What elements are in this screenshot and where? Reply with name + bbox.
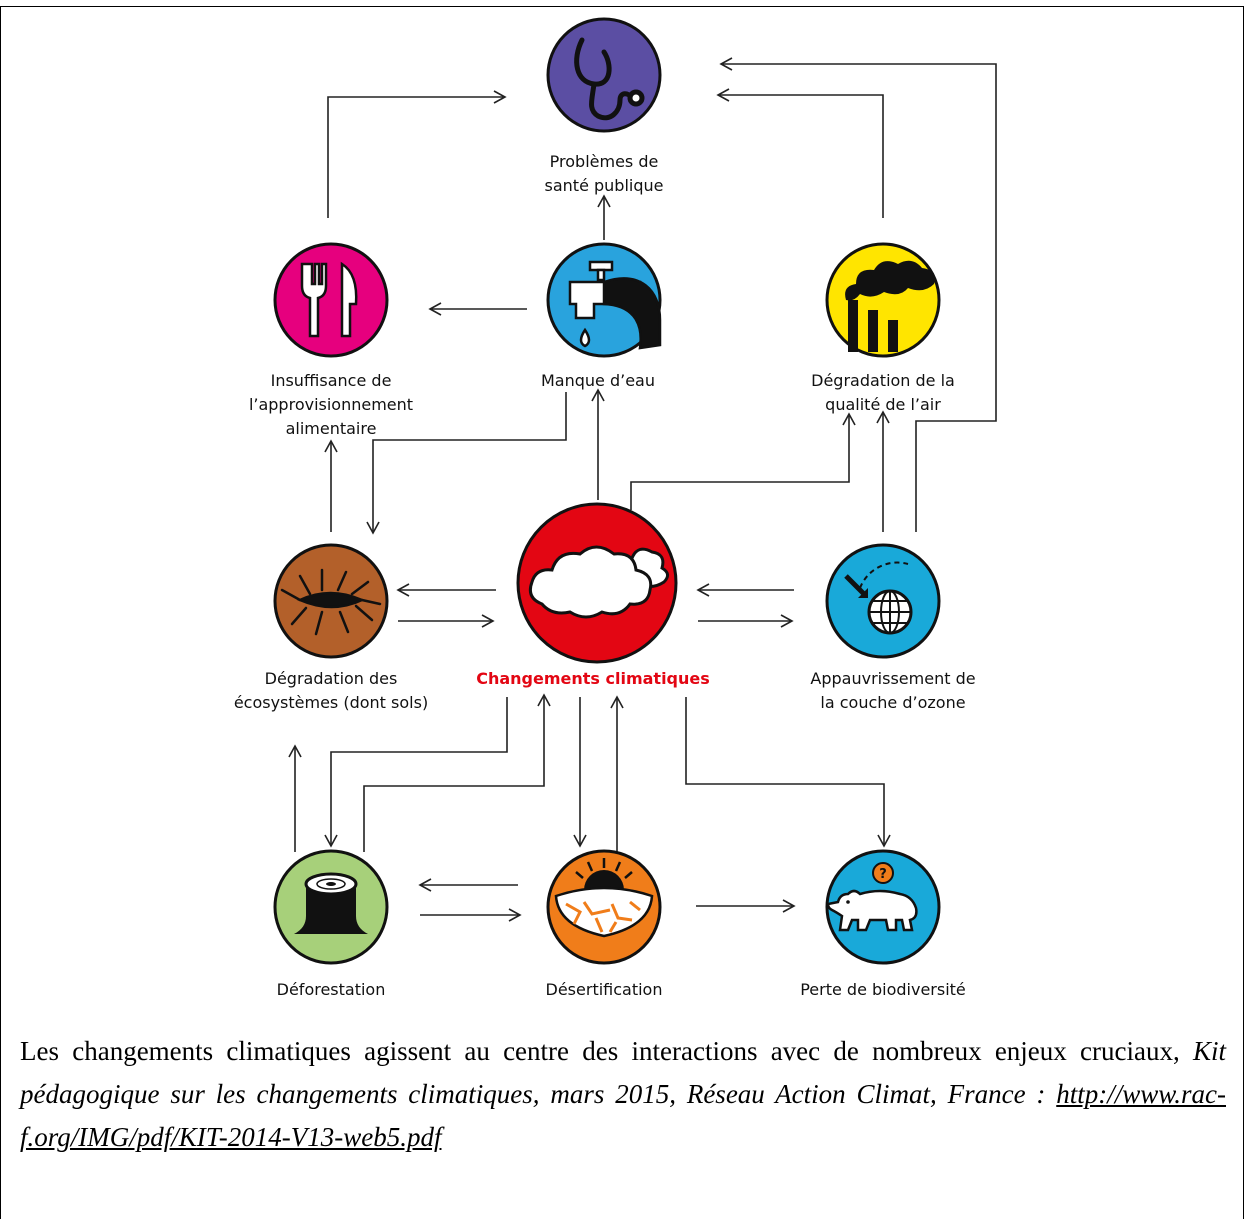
- sun-desert-icon: [554, 858, 654, 938]
- node-ozone: Appauvrissement de la couche d’ozone: [810, 543, 976, 712]
- figure-frame: [0, 6, 1244, 1219]
- node-alimentaire-label-1: Insuffisance de: [271, 371, 392, 390]
- node-ozone-label-2: la couche d’ozone: [820, 693, 965, 712]
- node-air-label-1: Dégradation de la: [811, 371, 955, 390]
- caption-source-link[interactable]: http://www.rac-f.org/IMG/pdf/KIT-2014-V1…: [20, 1079, 1226, 1152]
- node-climat: Changements climatiques: [476, 502, 710, 688]
- question-mark-icon: ?: [879, 867, 887, 882]
- arrow-deforestation-to-climat: [363, 693, 551, 852]
- arrow-ozone-to-sante: [719, 57, 997, 532]
- caption-text: Les changements climatiques agissent au …: [20, 1036, 1193, 1066]
- node-climat-label: Changements climatiques: [476, 669, 710, 688]
- node-ozone-label-1: Appauvrissement de: [810, 669, 975, 688]
- node-eau: Manque d’eau: [541, 242, 662, 390]
- climate-interactions-diagram: Problèmes de santé publique Insuffisance…: [234, 17, 997, 999]
- arrow-climat-to-deforestation: [324, 697, 508, 848]
- node-air-label-2: qualité de l’air: [825, 395, 941, 414]
- node-deforestation: Déforestation: [273, 849, 389, 999]
- arrow-air-to-sante: [716, 88, 884, 218]
- node-alimentaire-label-3: alimentaire: [286, 419, 377, 438]
- node-ecosystemes: Dégradation des écosystèmes (dont sols): [234, 543, 428, 712]
- water-tap-icon: [568, 260, 662, 350]
- node-biodiversite-label-1: Perte de biodiversité: [800, 980, 966, 999]
- node-desertification-label-1: Désertification: [546, 980, 663, 999]
- stethoscope-icon: [574, 37, 645, 121]
- fork-knife-icon: [300, 261, 358, 338]
- clouds-icon: [528, 545, 669, 619]
- node-sante: Problèmes de santé publique: [545, 17, 664, 195]
- arrow-eau-to-ecosystemes: [366, 392, 567, 535]
- caption-source: Kit pédagogique sur les changements clim…: [20, 1036, 1226, 1109]
- node-deforestation-label-1: Déforestation: [277, 980, 386, 999]
- arrow-alimentaire-to-sante: [327, 90, 507, 218]
- node-ecosystemes-label-1: Dégradation des: [265, 669, 398, 688]
- factory-smoke-icon: [845, 260, 935, 352]
- polar-bear-icon: ?: [826, 862, 918, 932]
- node-air: Dégradation de la qualité de l’air: [811, 242, 955, 414]
- globe-ozone-icon: [844, 561, 913, 635]
- cracked-soil-icon: [280, 568, 382, 636]
- node-sante-label-2: santé publique: [545, 176, 664, 195]
- arrow-climat-to-biodiversite: [685, 697, 891, 848]
- node-sante-label-1: Problèmes de: [550, 152, 659, 171]
- node-biodiversite: ? Perte de biodiversité: [800, 849, 966, 999]
- node-ecosystemes-label-2: écosystèmes (dont sols): [234, 693, 428, 712]
- node-desertification: Désertification: [546, 849, 663, 999]
- node-alimentaire-label-2: l’approvisionnement: [249, 395, 413, 414]
- connectors: [288, 57, 997, 922]
- tree-stump-icon: [294, 872, 368, 934]
- figure-caption: Les changements climatiques agissent au …: [20, 1030, 1226, 1159]
- node-alimentaire: Insuffisance de l’approvisionnement alim…: [249, 242, 413, 438]
- arrow-climat-to-air: [630, 412, 856, 510]
- node-eau-label-1: Manque d’eau: [541, 371, 655, 390]
